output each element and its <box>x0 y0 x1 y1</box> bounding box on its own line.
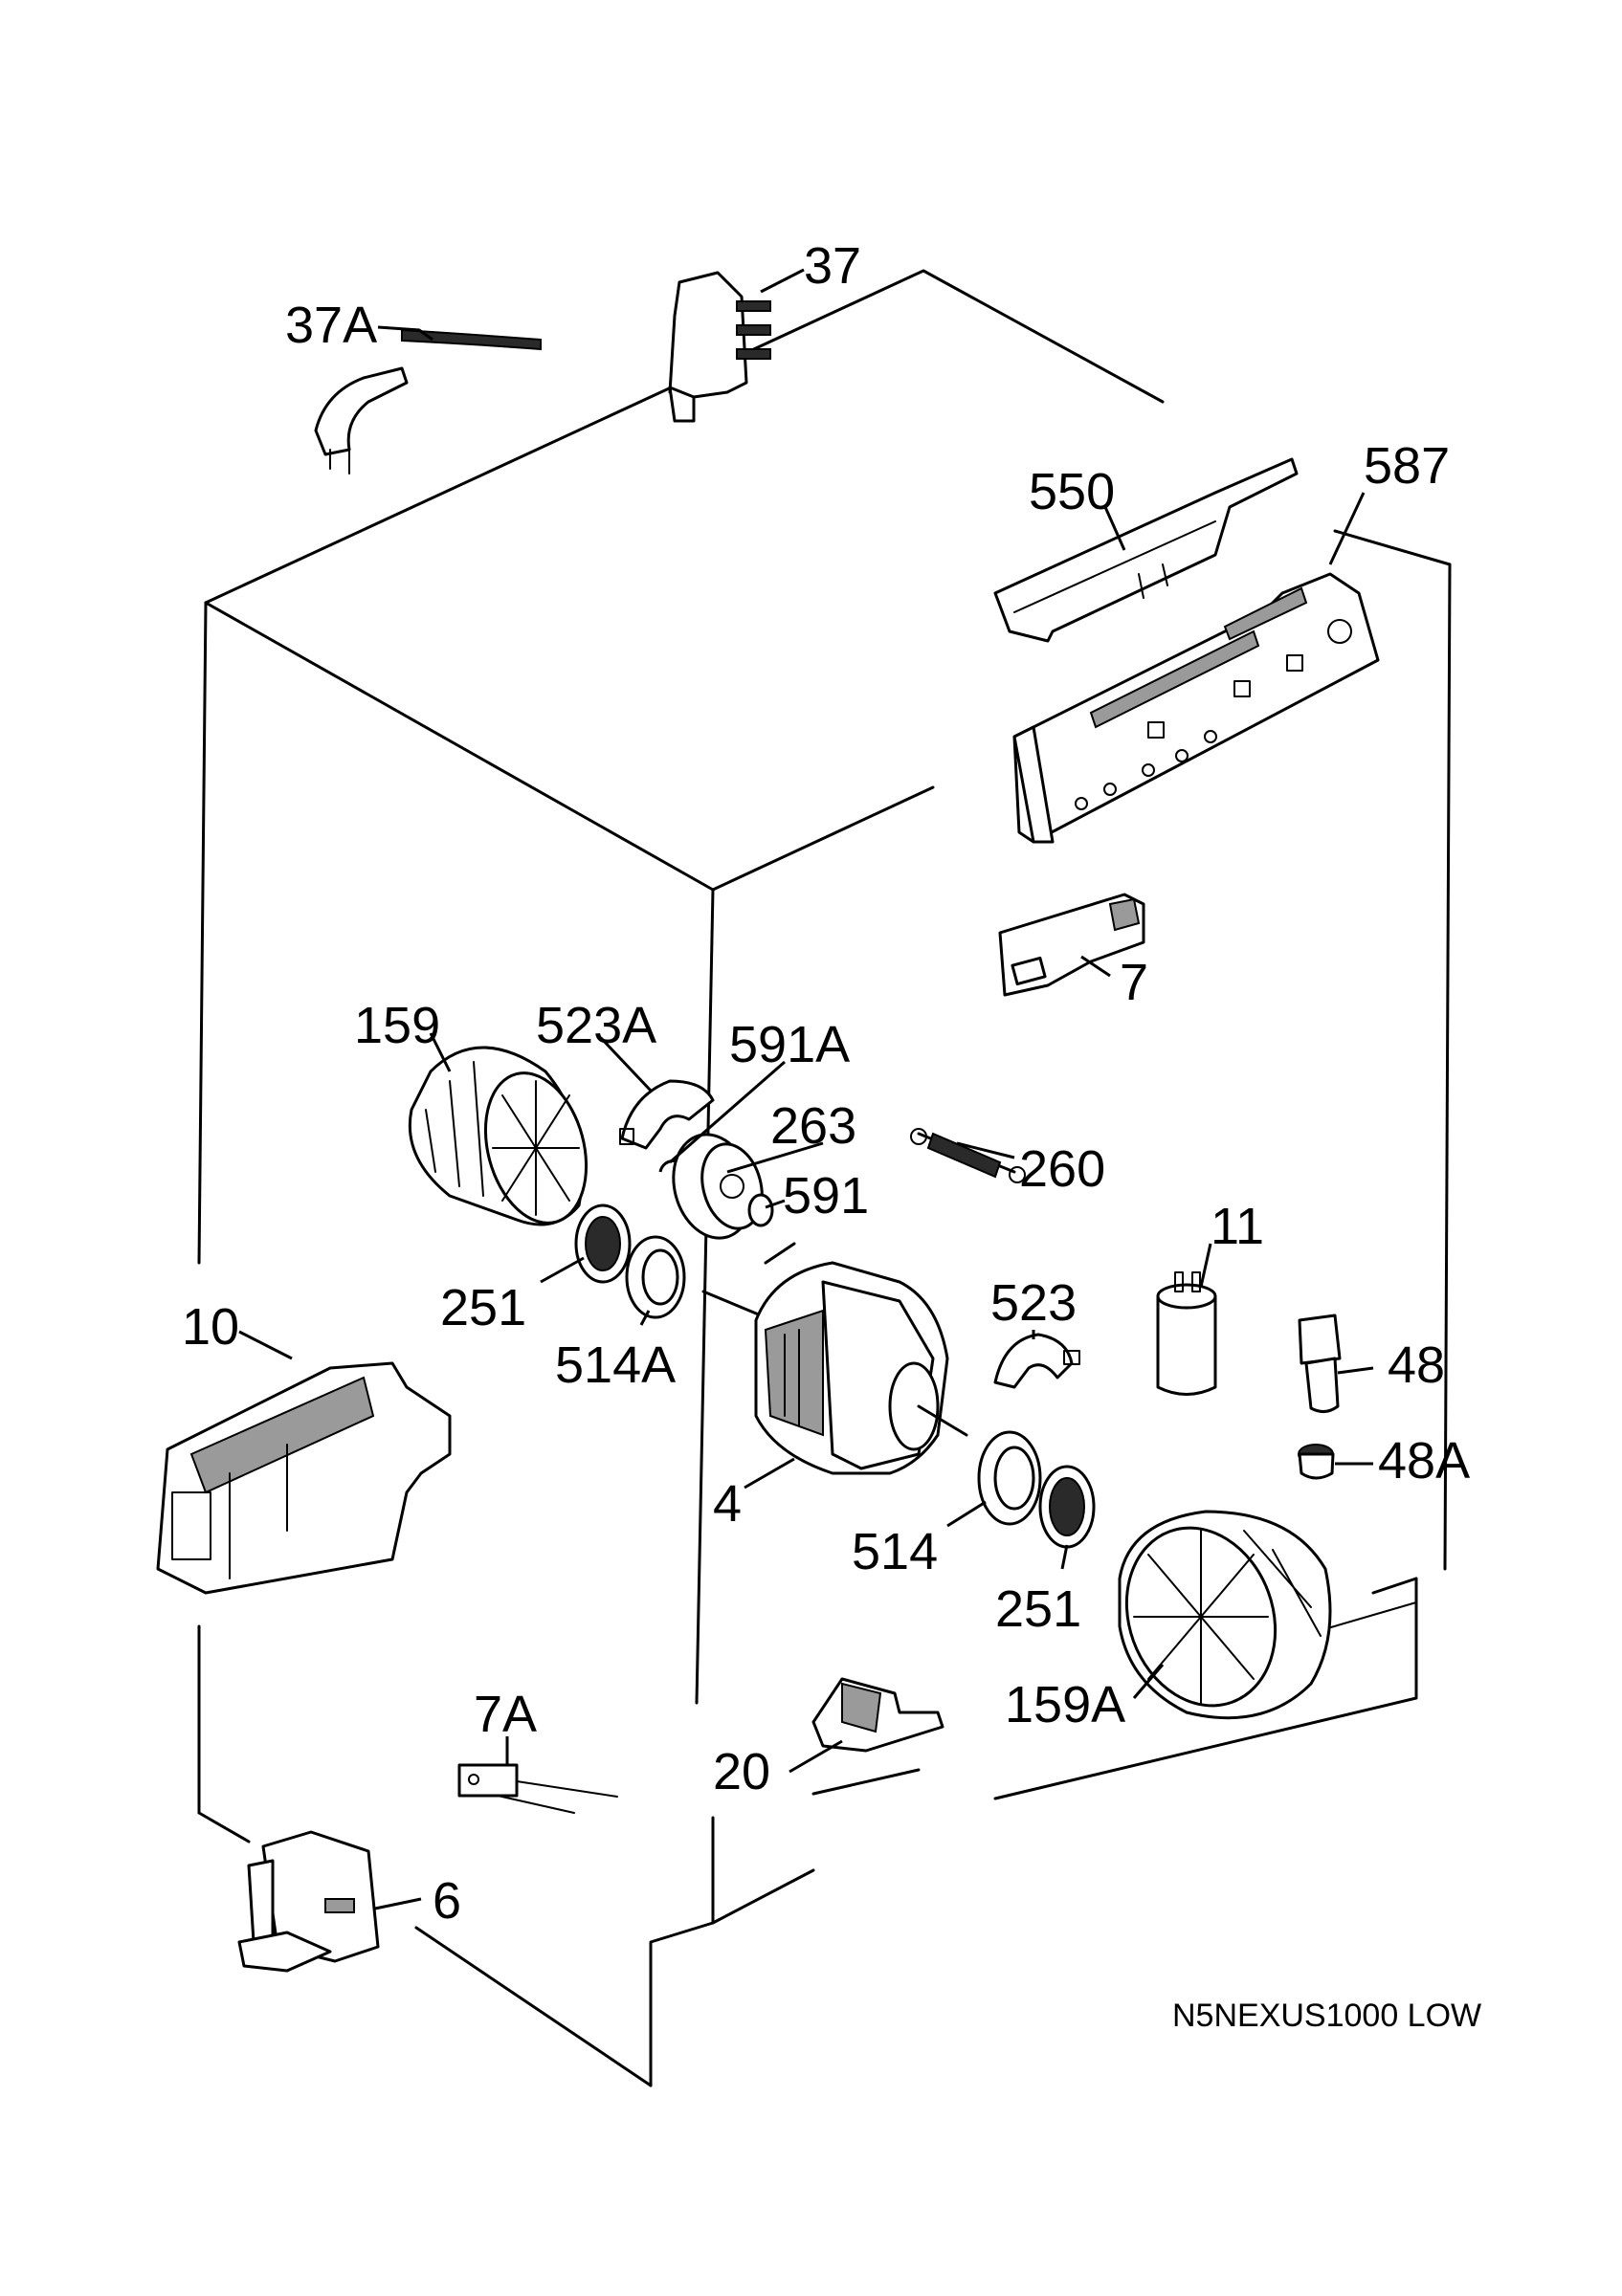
label-591A: 591A <box>729 1016 850 1073</box>
heater-10 <box>156 1361 452 1595</box>
bearing-ring-251-left <box>574 1203 632 1284</box>
spring-260 <box>910 1128 1026 1183</box>
label-260: 260 <box>1019 1140 1105 1198</box>
callout-labels: 37A 37 550 587 7 159 523A 591A 263 260 5… <box>182 237 1470 1930</box>
label-10: 10 <box>182 1298 239 1356</box>
cabinet-outline <box>197 269 1452 2087</box>
micro-switch-7A <box>457 1763 618 1814</box>
label-6: 6 <box>433 1872 461 1930</box>
bearing-514A <box>625 1235 686 1319</box>
label-523A: 523A <box>536 997 656 1054</box>
washer-591 <box>747 1193 774 1227</box>
motor-4 <box>701 1242 968 1475</box>
grommet-48A <box>1298 1444 1335 1480</box>
label-48A: 48A <box>1378 1432 1470 1490</box>
fan-wheel-159 <box>408 1046 589 1226</box>
label-587: 587 <box>1364 437 1450 495</box>
label-263: 263 <box>770 1097 856 1155</box>
fan-wheel-159A <box>1118 1510 1332 1720</box>
label-37A: 37A <box>285 297 377 354</box>
terminal-block-37 <box>668 271 771 423</box>
label-514: 514 <box>852 1523 938 1580</box>
bearing-514 <box>977 1430 1042 1526</box>
label-48: 48 <box>1388 1336 1445 1394</box>
label-37: 37 <box>804 237 861 295</box>
pump-6 <box>237 1830 380 1973</box>
sensor-48 <box>1298 1314 1342 1413</box>
label-20: 20 <box>713 1743 770 1800</box>
label-591: 591 <box>783 1167 869 1225</box>
pulley-263 <box>672 1133 764 1240</box>
door-lock-7 <box>998 893 1145 997</box>
bearing-bracket-523 <box>993 1333 1080 1389</box>
leader-lines <box>238 268 1374 1910</box>
label-159: 159 <box>354 997 440 1054</box>
control-board-587 <box>1012 572 1380 844</box>
label-159A: 159A <box>1005 1676 1125 1733</box>
bearing-bracket-523A <box>619 1079 715 1150</box>
label-251-right: 251 <box>995 1580 1081 1638</box>
label-7: 7 <box>1120 954 1148 1011</box>
label-7A: 7A <box>474 1686 537 1743</box>
label-523: 523 <box>990 1274 1077 1332</box>
label-514A: 514A <box>555 1336 676 1394</box>
cover-550 <box>993 457 1299 643</box>
drawing-code: N5NEXUS1000 LOW <box>1172 1998 1481 2034</box>
label-4: 4 <box>713 1475 742 1533</box>
capacitor-11 <box>1156 1271 1217 1396</box>
label-251-left: 251 <box>440 1279 526 1336</box>
bearing-ring-251-right <box>1038 1465 1096 1549</box>
holder-20 <box>811 1677 944 1753</box>
label-11: 11 <box>1211 1198 1264 1255</box>
label-550: 550 <box>1029 463 1115 520</box>
power-cord-37A <box>314 328 542 475</box>
